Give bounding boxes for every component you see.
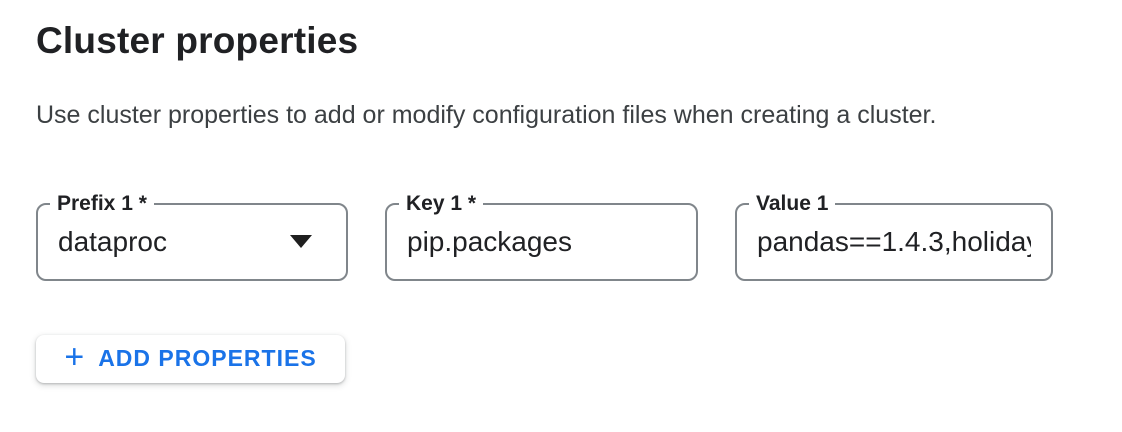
add-properties-button[interactable]: + ADD PROPERTIES [36,334,345,383]
prefix-selected-value: dataproc [58,225,167,257]
property-fields-row: Prefix 1 * dataproc Key 1 * Value 1 [36,189,1086,281]
page-title: Cluster properties [36,20,359,61]
value-label: Value 1 [749,189,836,218]
value-field-container: Value 1 [735,189,1053,281]
key-field-container: Key 1 * [385,189,698,281]
cluster-properties-section: Cluster properties Use cluster propertie… [36,20,1086,383]
prefix-label: Prefix 1 * [50,189,154,218]
prefix-select[interactable]: Prefix 1 * dataproc [36,189,348,281]
dropdown-arrow-icon[interactable] [290,234,312,248]
key-label: Key 1 * [399,189,484,218]
add-properties-label: ADD PROPERTIES [98,345,317,372]
plus-icon: + [64,338,85,377]
page-description: Use cluster properties to add or modify … [36,100,937,129]
